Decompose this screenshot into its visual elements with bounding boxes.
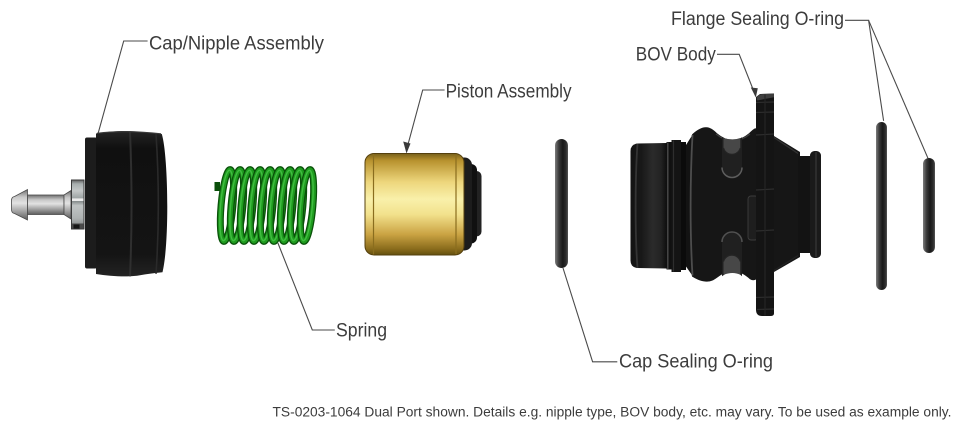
svg-text:Flange Sealing O-ring: Flange Sealing O-ring [671, 9, 844, 30]
svg-text:Piston Assembly: Piston Assembly [446, 82, 572, 103]
svg-text:Cap Sealing O-ring: Cap Sealing O-ring [619, 352, 773, 373]
svg-text:BOV Body: BOV Body [636, 45, 716, 66]
svg-text:Cap/Nipple Assembly: Cap/Nipple Assembly [149, 34, 324, 55]
svg-text:Spring: Spring [336, 321, 387, 342]
svg-text:TS-0203-1064 Dual Port shown.: TS-0203-1064 Dual Port shown. Details e.… [273, 405, 952, 420]
